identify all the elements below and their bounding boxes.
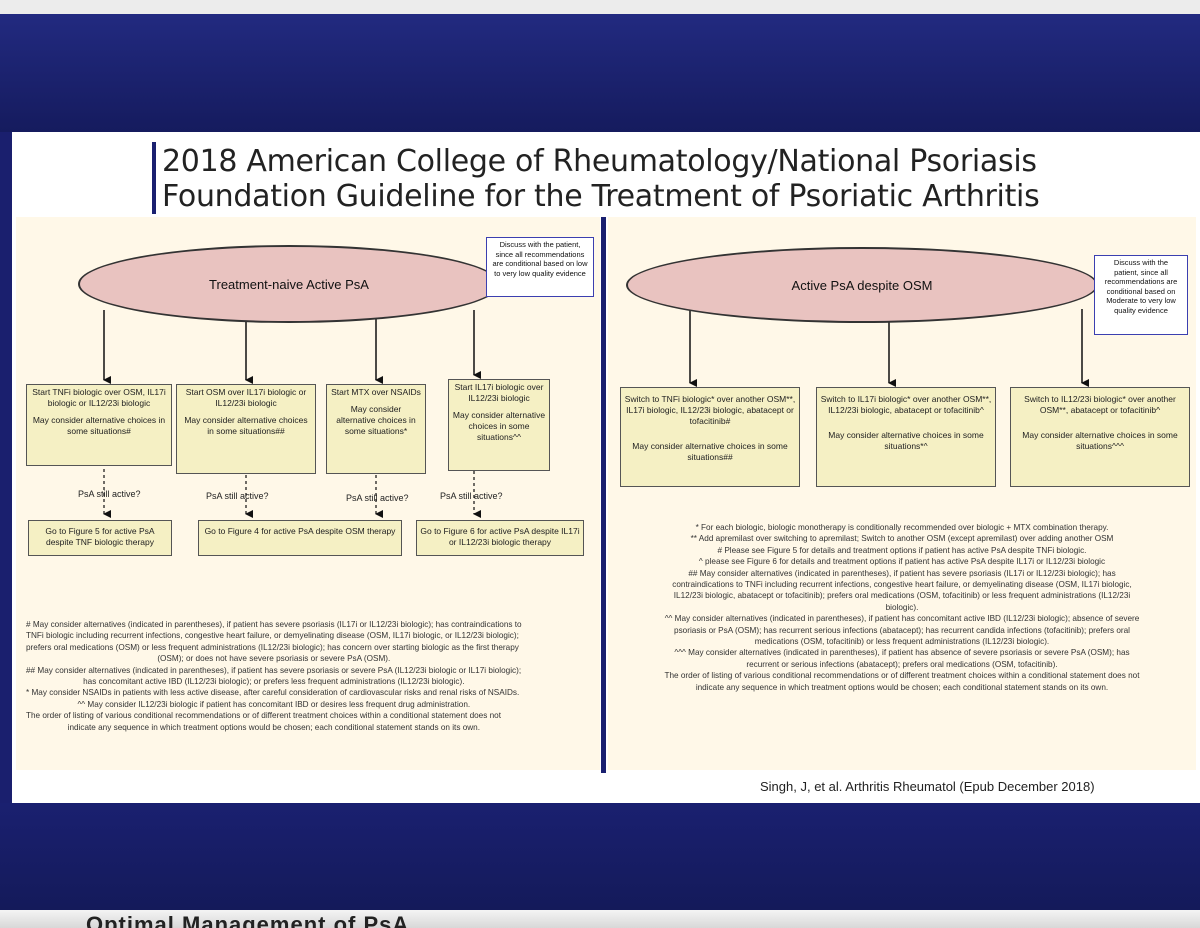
box-text: Start TNFi biologic over OSM, IL17i biol…: [32, 387, 166, 408]
despite-osm-flowchart: Active PsA despite OSM Discuss with the …: [608, 217, 1196, 770]
slide-title-line2: Foundation Guideline for the Treatment o…: [162, 179, 1040, 214]
note-line: recommendations are: [1104, 277, 1178, 286]
treatment-naive-flowchart: Treatment-naive Active PsA Discuss with …: [16, 217, 600, 770]
footnote-line: biologic).: [885, 602, 919, 612]
footnote-line: The order of listing of various conditio…: [26, 711, 501, 721]
footnote-line: IL12/23i biologic, abatacept or tofaciti…: [673, 591, 1131, 601]
treatment-naive-ellipse: Treatment-naive Active PsA: [78, 245, 500, 323]
citation: Singh, J, et al. Arthritis Rheumatol (Ep…: [760, 779, 1095, 794]
box-text: May consider alternative choices in some…: [452, 410, 546, 442]
box-text: Switch to IL17i biologic* over another O…: [820, 394, 992, 415]
go-figure4-box: Go to Figure 4 for active PsA despite OS…: [198, 520, 402, 556]
switch-il17i-box: Switch to IL17i biologic* over another O…: [816, 387, 996, 487]
box-text: Start IL17i biologic over IL12/23i biolo…: [454, 382, 544, 403]
footnote-line: ## May consider alternatives (indicated …: [688, 568, 1116, 578]
box-text: Go to Figure 6 for active PsA despite IL…: [420, 526, 580, 547]
footnote-line: ** Add apremilast over switching to apre…: [690, 534, 1114, 544]
slide: 2018 American College of Rheumatology/Na…: [12, 132, 1200, 803]
slide-title: 2018 American College of Rheumatology/Na…: [162, 144, 1040, 214]
psa-still-active-question: PsA still active?: [78, 489, 141, 499]
box-text: May consider alternative choices in some…: [32, 415, 166, 436]
treatment-naive-label: Treatment-naive Active PsA: [209, 276, 369, 292]
note-line: Moderate to very low: [1106, 296, 1176, 305]
start-il17i-box: Start IL17i biologic over IL12/23i biolo…: [448, 379, 550, 471]
footnote-line: has concomitant active IBD (IL12/23i bio…: [83, 677, 465, 687]
go-figure5-box: Go to Figure 5 for active PsA despite TN…: [28, 520, 172, 556]
footnote-line: TNFi biologic including recurrent infect…: [26, 631, 519, 641]
despite-osm-label: Active PsA despite OSM: [791, 277, 933, 293]
footnote-line: # May consider alternatives (indicated i…: [26, 620, 522, 629]
switch-il12-23i-box: Switch to IL12/23i biologic* over anothe…: [1010, 387, 1190, 487]
go-figure6-box: Go to Figure 6 for active PsA despite IL…: [416, 520, 584, 556]
box-text: May consider alternative choices in some…: [828, 430, 984, 451]
start-mtx-box: Start MTX over NSAIDs May consider alter…: [326, 384, 426, 474]
psa-still-active-question: PsA still active?: [440, 491, 503, 501]
box-text: Go to Figure 4 for active PsA despite OS…: [204, 526, 396, 536]
footnote-line: * May consider NSAIDs in patients with l…: [26, 688, 520, 698]
left-discuss-note: Discuss with the patient, since all reco…: [486, 237, 594, 297]
footnote-line: prefers oral medications (OSM) or less f…: [26, 642, 519, 652]
footnote-line: (OSM); or does not have severe psoriasis…: [157, 654, 391, 664]
footnote-line: ## May consider alternatives (indicated …: [26, 665, 522, 675]
box-text: Start OSM over IL17i biologic or IL12/23…: [185, 387, 307, 408]
slide-footer-band: [0, 803, 1200, 910]
footnote-line: * For each biologic, biologic monotherap…: [695, 523, 1109, 532]
box-text: Switch to TNFi biologic* over another OS…: [624, 394, 796, 426]
box-text: May consider alternative choices in some…: [1022, 430, 1178, 451]
despite-osm-ellipse: Active PsA despite OSM: [626, 247, 1098, 323]
footnote-line: psoriasis or PsA (OSM); has recurrent se…: [674, 625, 1130, 635]
right-discuss-note: Discuss with the patient, since all reco…: [1094, 255, 1188, 335]
psa-still-active-question: PsA still active?: [206, 491, 269, 501]
footnote-line: The order of listing of various conditio…: [664, 671, 1140, 681]
note-line: Discuss with the patient,: [499, 240, 581, 249]
footnote-line: medications (OSM, tofacitinib) or less f…: [754, 637, 1050, 647]
note-line: Discuss with the: [1113, 258, 1169, 267]
note-line: since all recommendations: [495, 249, 585, 259]
box-text: May consider alternative choices in some…: [336, 404, 416, 436]
right-arrows: [689, 309, 1089, 387]
start-tnfi-box: Start TNFi biologic over OSM, IL17i biol…: [26, 384, 172, 466]
footnote-line: # Please see Figure 5 for details and tr…: [717, 545, 1087, 555]
footnote-line: recurrent or serious infections (abatace…: [746, 659, 1058, 669]
box-text: May consider alternative choices in some…: [632, 441, 788, 462]
footnote-line: ^^ May consider alternatives (indicated …: [664, 614, 1140, 624]
left-arrows: [103, 310, 481, 518]
note-line: conditional based on: [1106, 286, 1176, 296]
box-text: Start MTX over NSAIDs: [331, 387, 421, 397]
right-footnotes: * For each biologic, biologic monotherap…: [616, 522, 1188, 693]
footnote-line: indicate any sequence in which treatment…: [67, 722, 480, 732]
note-line: quality evidence: [1114, 305, 1168, 315]
box-text: Go to Figure 5 for active PsA despite TN…: [45, 526, 155, 547]
box-text: Switch to IL12/23i biologic* over anothe…: [1024, 394, 1176, 415]
footnote-line: ^^^ May consider alternatives (indicated…: [674, 648, 1130, 658]
footnote-line: indicate any sequence in which treatment…: [695, 682, 1109, 692]
slide-header-band: [0, 14, 1200, 132]
browser-top-bar: [0, 0, 1200, 14]
next-slide-strip: Optimal Management of PsA: [0, 910, 1200, 928]
footnote-line: ^^ May consider IL12/23i biologic if pat…: [77, 699, 471, 709]
start-osm-box: Start OSM over IL17i biologic or IL12/23…: [176, 384, 316, 474]
switch-tnfi-box: Switch to TNFi biologic* over another OS…: [620, 387, 800, 487]
panel-divider: [601, 217, 606, 773]
next-slide-title: Optimal Management of PsA: [86, 912, 410, 928]
note-line: patient, since all: [1114, 267, 1168, 277]
box-text: May consider alternative choices in some…: [184, 415, 308, 436]
footnote-line: ^ please see Figure 6 for details and tr…: [698, 557, 1106, 567]
left-footnotes: # May consider alternatives (indicated i…: [26, 619, 522, 733]
title-accent-bar: [152, 142, 156, 214]
note-line: are conditional based on low: [492, 259, 588, 268]
note-line: to very low quality evidence: [494, 268, 586, 278]
slide-title-line1: 2018 American College of Rheumatology/Na…: [162, 144, 1037, 179]
psa-still-active-question: PsA still active?: [346, 493, 409, 503]
footnote-line: contraindications to TNFi including recu…: [672, 580, 1132, 590]
